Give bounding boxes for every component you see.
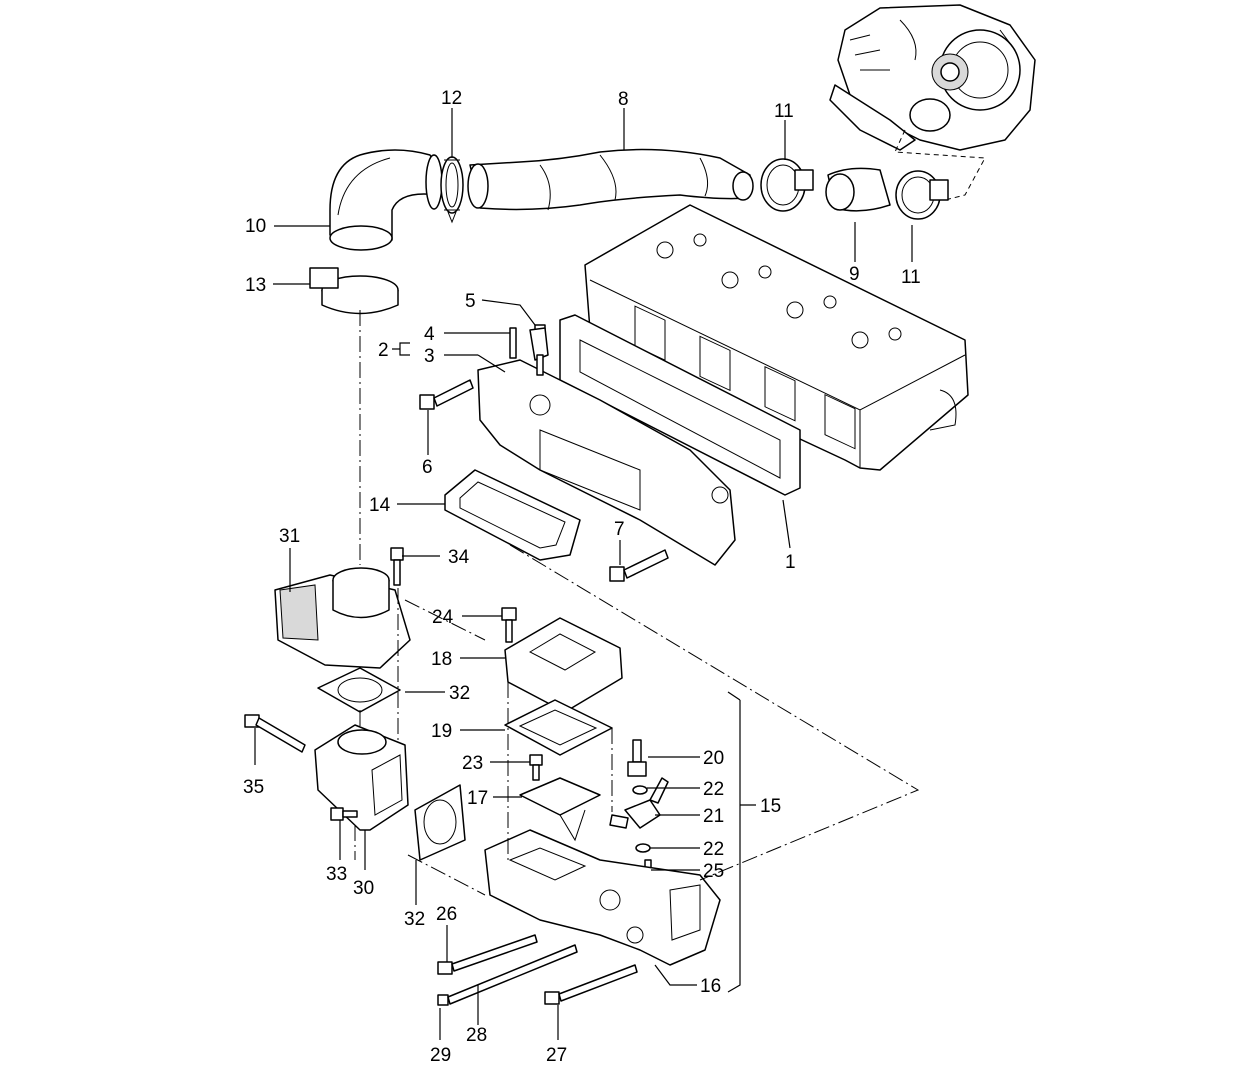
o-ring-22-bottom [635,843,651,853]
callout-7: 7 [614,519,625,540]
elbow-hose-illustration [329,149,443,251]
callout-19: 19 [431,721,452,742]
turbo-connection-line [894,129,986,201]
bolt-23 [529,754,543,781]
valve-17 [519,777,601,842]
gasket-19 [504,699,613,756]
callout-32-top: 32 [449,683,470,704]
callout-16: 16 [700,976,721,997]
callout-25: 25 [703,861,724,882]
callout-34: 34 [448,547,470,568]
callout-13: 13 [245,275,266,296]
alignment-line [407,854,486,896]
hose-clamp-11-left [760,158,814,212]
callout-31: 31 [279,526,300,547]
turbocharger-illustration [829,4,1036,151]
intake-hose-8 [467,148,754,211]
cylinder-head-illustration [584,204,969,471]
callout-29: 29 [430,1045,451,1066]
callout-9: 9 [849,264,860,285]
bolt-35 [244,714,306,753]
callout-32-bottom: 32 [404,909,425,930]
bolt-34 [390,547,404,586]
connector-20 [627,739,647,777]
bolt-6 [419,379,474,410]
callout-4: 4 [424,324,435,345]
throttle-body-31 [274,567,411,669]
housing-16 [484,829,721,966]
stud-4 [509,327,517,359]
silicone-sleeve-9 [825,167,891,212]
o-ring-22-top [632,785,648,795]
callout-1: 1 [785,552,796,573]
cover-18 [504,617,623,713]
callout-21: 21 [703,806,724,827]
callout-26: 26 [436,904,457,925]
callout-20: 20 [703,748,724,769]
callout-6: 6 [422,457,433,478]
gasket-32-bottom [414,784,466,861]
callout-14: 14 [369,495,391,516]
callout-3: 3 [424,346,435,367]
callout-8: 8 [618,89,629,110]
callout-5: 5 [465,291,476,312]
callout-23: 23 [462,753,483,774]
gasket-14 [444,469,581,561]
leader-lines [254,108,913,1040]
callout-27: 27 [546,1045,567,1066]
bolt-26 [437,934,538,975]
callout-18: 18 [431,649,452,670]
callout-15: 15 [760,796,781,817]
bolt-33 [330,807,358,821]
callout-17: 17 [467,788,488,809]
callout-2: 2 [378,340,389,361]
bolt-24 [501,607,517,643]
callout-33: 33 [326,864,347,885]
callout-28: 28 [466,1025,487,1046]
bolt-7 [609,549,669,582]
alignment-line [509,544,920,881]
callout-10: 10 [245,216,266,237]
callout-24: 24 [432,607,454,628]
bolt-28 [437,944,578,1006]
hose-clamp-12 [440,156,464,224]
hose-clamp-13 [309,267,399,315]
adapter-30 [314,724,409,831]
callout-22-bottom: 22 [703,839,724,860]
hose-clamp-11-right [895,170,949,220]
callout-11-top: 11 [774,101,794,122]
bolt-27 [544,964,638,1005]
gasket-32-top [317,667,401,713]
callout-12: 12 [441,88,462,109]
callout-30: 30 [353,878,374,899]
callout-22-top: 22 [703,779,724,800]
alignment-line [404,599,486,641]
callout-11-bottom: 11 [901,267,921,288]
sensor-5 [529,327,549,376]
callout-35: 35 [243,777,264,798]
